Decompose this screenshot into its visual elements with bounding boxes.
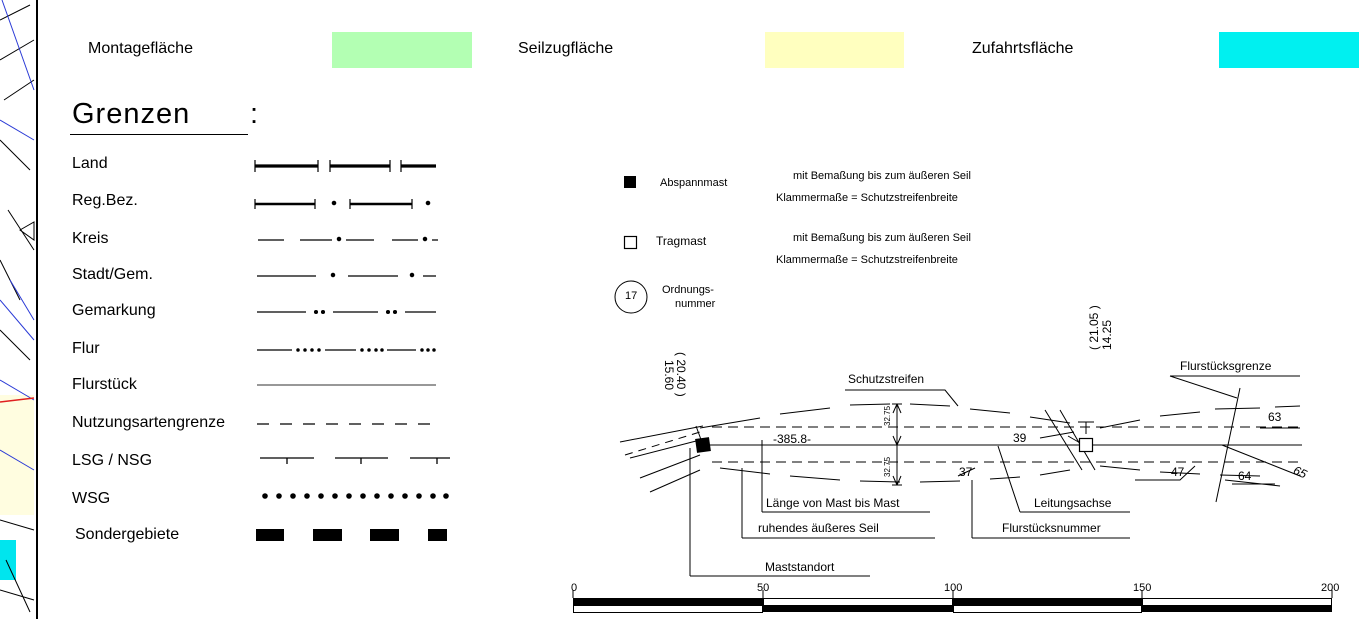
ordnungsnummer-value: 17 xyxy=(625,290,638,302)
ruhendes-label: ruhendes äußeres Seil xyxy=(758,521,879,535)
scale-tick-150: 150 xyxy=(1133,582,1152,594)
line-sample-wsg xyxy=(262,493,449,499)
line-sample-regbez xyxy=(254,199,431,209)
tragmast-diagram-icon xyxy=(1078,437,1094,453)
flurstuecksgrenze-label: Flurstücksgrenze xyxy=(1180,359,1272,373)
leader-ruhendes xyxy=(741,468,935,539)
abspannmast-diagram-icon xyxy=(695,437,711,453)
schutzstreifen-label: Schutzstreifen xyxy=(848,372,925,386)
grenze-label-nutzung: Nutzungsartengrenze xyxy=(72,414,225,431)
tragmast-desc-2: Klammermaße = Schutzstreifenbreite xyxy=(776,254,958,266)
swatch-seilzugflaeche xyxy=(765,32,904,68)
line-sample-land xyxy=(254,160,436,172)
leitungsachse-label: Leitungsachse xyxy=(1034,496,1112,510)
parcel-39: 39 xyxy=(1013,431,1027,445)
leader-maststandort xyxy=(689,448,870,577)
abspannmast-desc-2: Klammermaße = Schutzstreifenbreite xyxy=(776,192,958,204)
line-sample-kreis xyxy=(258,236,438,242)
maststandort-label: Maststandort xyxy=(765,560,835,574)
line-sample-gemarkung xyxy=(257,309,436,315)
grenze-label-stadt: Stadt/Gem. xyxy=(72,266,153,283)
parcel-64: 64 xyxy=(1238,469,1252,483)
grenze-label-sonder: Sondergebiete xyxy=(75,526,180,543)
line-sample-flur xyxy=(257,348,436,352)
grenzen-colon: : xyxy=(250,98,259,130)
schutzstreifen-top xyxy=(699,403,1301,429)
grenzen-line-samples xyxy=(254,160,450,541)
grenze-label-gemarkung: Gemarkung xyxy=(72,302,156,319)
tragmast-icon xyxy=(623,235,638,250)
parcel-63: 63 xyxy=(1268,410,1282,424)
scale-tick-50: 50 xyxy=(757,582,770,594)
ordnungsnummer-label-2: nummer xyxy=(675,298,716,310)
grenze-label-kreis: Kreis xyxy=(72,230,109,247)
tragmast-desc-1: mit Bemaßung bis zum äußeren Seil xyxy=(793,232,971,244)
grenzen-underline xyxy=(70,134,248,135)
scale-tick-200: 200 xyxy=(1321,582,1340,594)
scale-tick-100: 100 xyxy=(944,582,963,594)
line-sample-sonder xyxy=(256,529,447,541)
abspannmast-label: Abspannmast xyxy=(660,177,728,189)
grenze-label-flur: Flur xyxy=(72,340,100,357)
grenze-label-land: Land xyxy=(72,155,108,172)
grenze-label-flurstueck: Flurstück xyxy=(72,376,137,393)
grenzen-title: Grenzen xyxy=(72,98,191,130)
flurstuecksnummer-label: Flurstücksnummer xyxy=(1002,521,1101,535)
span-length: -385.8- xyxy=(773,432,812,446)
mast-legend-symbols xyxy=(614,176,648,314)
grenze-label-regbez: Reg.Bez. xyxy=(72,192,138,209)
abspannmast-desc-1: mit Bemaßung bis zum äußeren Seil xyxy=(793,170,971,182)
leader-laenge xyxy=(761,440,930,513)
tragmast-label: Tragmast xyxy=(656,234,707,248)
laenge-label: Länge von Mast bis Mast xyxy=(766,496,900,510)
schutzstreifen-bottom xyxy=(719,465,1261,483)
line-sample-stadt xyxy=(257,272,436,278)
grenze-label-wsg: WSG xyxy=(72,490,111,507)
leader-flurstuecksnummer xyxy=(971,480,1130,539)
line-sample-lsg xyxy=(260,457,450,464)
ordnungsnummer-circle-icon xyxy=(614,280,648,314)
legend-label-zufahrtsflaeche: Zufahrtsfläche xyxy=(972,40,1074,57)
sheet-border-line xyxy=(36,0,38,619)
parcel-37: 37 xyxy=(959,465,973,479)
grenze-label-lsg: LSG / NSG xyxy=(72,452,153,469)
legend-label-seilzugflaeche: Seilzugfläche xyxy=(518,40,614,57)
scale-tick-0: 0 xyxy=(571,582,578,594)
swatch-zufahrtsflaeche xyxy=(1219,32,1359,68)
legend-label-montageflaeche: Montagefläche xyxy=(88,40,193,57)
parcel-47: 47 xyxy=(1171,465,1185,479)
swatch-montageflaeche xyxy=(332,32,472,68)
map-edge-fragment xyxy=(0,0,36,619)
ordnungsnummer-label-1: Ordnungs- xyxy=(662,284,714,296)
abspannmast-icon xyxy=(624,176,636,188)
leader-leitungsachse xyxy=(997,445,1130,513)
